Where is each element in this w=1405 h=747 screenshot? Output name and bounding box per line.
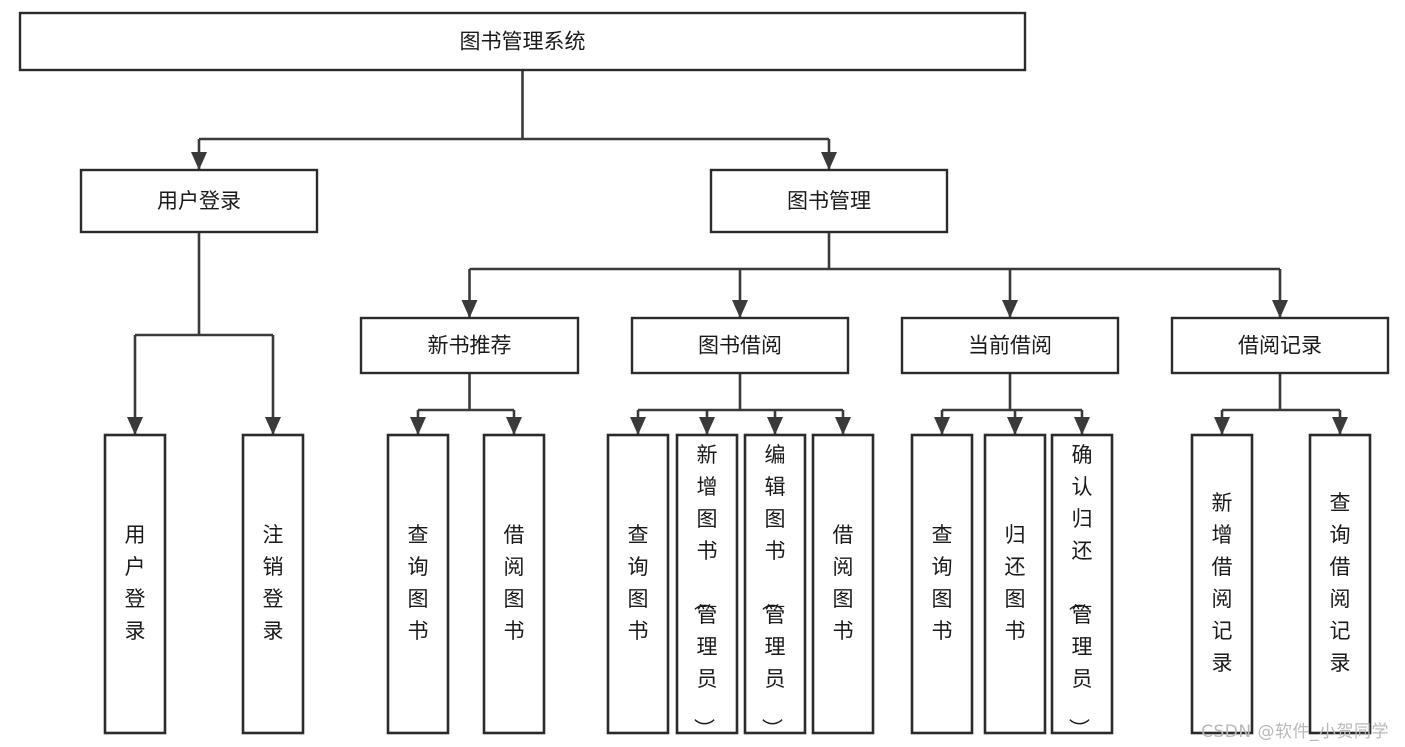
node-borrow-record[interactable]: 借阅记录 bbox=[1170, 316, 1390, 375]
node-label-leaf-add-book: 新增图书（管理员） bbox=[692, 443, 718, 739]
node-leaf-query-book-2[interactable]: 查询图书 bbox=[606, 433, 670, 735]
arrow-head-leaf-edit-book bbox=[767, 417, 783, 435]
node-box-book-borrow bbox=[630, 316, 850, 375]
node-leaf-user-login[interactable]: 用户登录 bbox=[103, 433, 167, 735]
node-label-leaf-query-book-1: 查询图书 bbox=[408, 523, 429, 643]
node-new-book-rec[interactable]: 新书推荐 bbox=[359, 316, 580, 375]
node-box-current-borrow bbox=[900, 316, 1120, 375]
node-label-current-borrow: 当前借阅 bbox=[968, 334, 1052, 358]
node-label-user-login: 用户登录 bbox=[157, 189, 241, 213]
edges-layer bbox=[127, 70, 1348, 435]
node-box-leaf-query-record bbox=[1308, 433, 1372, 735]
arrow-head-leaf-query-book-2 bbox=[630, 417, 646, 435]
arrow-head-leaf-user-login bbox=[127, 417, 143, 435]
node-leaf-add-record[interactable]: 新增借阅记录 bbox=[1190, 433, 1254, 735]
node-label-borrow-record: 借阅记录 bbox=[1238, 334, 1322, 358]
node-label-leaf-logout: 注销登录 bbox=[263, 523, 284, 643]
arrow-head-leaf-query-book-3 bbox=[934, 417, 950, 435]
node-box-leaf-edit-book bbox=[743, 433, 807, 735]
node-box-leaf-confirm-return bbox=[1050, 433, 1114, 735]
arrow-head-leaf-query-book-1 bbox=[410, 417, 426, 435]
node-root[interactable]: 图书管理系统 bbox=[18, 11, 1027, 72]
node-box-leaf-query-book-2 bbox=[606, 433, 670, 735]
node-label-leaf-query-book-2: 查询图书 bbox=[628, 523, 649, 643]
arrow-head-leaf-add-record bbox=[1214, 417, 1230, 435]
node-box-leaf-user-login bbox=[103, 433, 167, 735]
arrow-head-leaf-query-record bbox=[1332, 417, 1348, 435]
arrow-head-new-book-rec bbox=[461, 300, 478, 318]
node-label-leaf-query-record: 查询借阅记录 bbox=[1330, 491, 1351, 675]
node-leaf-edit-book[interactable]: 编辑图书（管理员） bbox=[743, 433, 807, 739]
node-label-leaf-return-book: 归还图书 bbox=[1005, 523, 1026, 643]
node-box-leaf-query-book-1 bbox=[386, 433, 450, 735]
node-box-root bbox=[18, 11, 1027, 72]
node-box-leaf-borrow-book-2 bbox=[811, 433, 875, 735]
arrow-head-leaf-borrow-book-2 bbox=[835, 417, 851, 435]
node-current-borrow[interactable]: 当前借阅 bbox=[900, 316, 1120, 375]
node-leaf-borrow-book-1[interactable]: 借阅图书 bbox=[482, 433, 546, 735]
node-leaf-borrow-book-2[interactable]: 借阅图书 bbox=[811, 433, 875, 735]
node-leaf-query-book-3[interactable]: 查询图书 bbox=[910, 433, 974, 735]
node-book-borrow[interactable]: 图书借阅 bbox=[630, 316, 850, 375]
arrow-head-leaf-logout bbox=[265, 417, 281, 435]
node-label-book-borrow: 图书借阅 bbox=[698, 334, 782, 358]
node-box-leaf-add-book bbox=[675, 433, 739, 735]
node-book-manage[interactable]: 图书管理 bbox=[709, 168, 949, 234]
arrow-head-user-login bbox=[191, 152, 207, 170]
node-leaf-query-record[interactable]: 查询借阅记录 bbox=[1308, 433, 1372, 735]
node-label-leaf-query-book-3: 查询图书 bbox=[932, 523, 953, 643]
node-label-root: 图书管理系统 bbox=[460, 30, 586, 54]
node-box-user-login bbox=[79, 168, 319, 234]
node-box-book-manage bbox=[709, 168, 949, 234]
arrow-head-current-borrow bbox=[1002, 300, 1018, 318]
node-box-borrow-record bbox=[1170, 316, 1390, 375]
node-box-leaf-logout bbox=[241, 433, 305, 735]
node-box-new-book-rec bbox=[359, 316, 580, 375]
node-box-leaf-add-record bbox=[1190, 433, 1254, 735]
node-leaf-add-book[interactable]: 新增图书（管理员） bbox=[675, 433, 739, 739]
node-leaf-query-book-1[interactable]: 查询图书 bbox=[386, 433, 450, 735]
arrow-head-borrow-record bbox=[1272, 300, 1288, 318]
nodes-layer: 图书管理系统用户登录图书管理新书推荐图书借阅当前借阅借阅记录用户登录注销登录查询… bbox=[18, 11, 1390, 739]
arrow-head-leaf-return-book bbox=[1007, 417, 1023, 435]
node-label-leaf-borrow-book-1: 借阅图书 bbox=[504, 523, 525, 643]
node-label-new-book-rec: 新书推荐 bbox=[428, 334, 512, 358]
node-label-leaf-user-login: 用户登录 bbox=[125, 523, 146, 643]
arrow-head-leaf-add-book bbox=[699, 417, 715, 435]
node-user-login[interactable]: 用户登录 bbox=[79, 168, 319, 234]
node-box-leaf-return-book bbox=[983, 433, 1047, 735]
node-leaf-confirm-return[interactable]: 确认归还（管理员） bbox=[1050, 433, 1114, 739]
node-box-leaf-borrow-book-1 bbox=[482, 433, 546, 735]
arrow-head-book-borrow bbox=[732, 300, 748, 318]
node-label-leaf-add-record: 新增借阅记录 bbox=[1212, 491, 1233, 675]
node-label-book-manage: 图书管理 bbox=[787, 189, 871, 213]
arrow-head-book-manage bbox=[821, 152, 837, 170]
node-leaf-return-book[interactable]: 归还图书 bbox=[983, 433, 1047, 735]
node-label-leaf-borrow-book-2: 借阅图书 bbox=[833, 523, 854, 643]
node-label-leaf-confirm-return: 确认归还（管理员） bbox=[1067, 443, 1093, 739]
node-label-leaf-edit-book: 编辑图书（管理员） bbox=[760, 443, 786, 739]
arrow-head-leaf-borrow-book-1 bbox=[506, 417, 522, 435]
node-box-leaf-query-book-3 bbox=[910, 433, 974, 735]
arrow-head-leaf-confirm-return bbox=[1074, 417, 1090, 435]
node-leaf-logout[interactable]: 注销登录 bbox=[241, 433, 305, 735]
